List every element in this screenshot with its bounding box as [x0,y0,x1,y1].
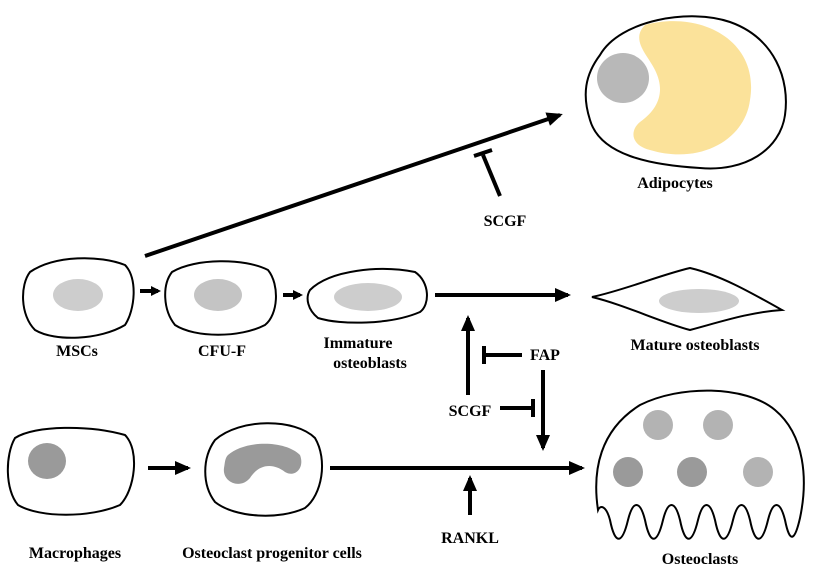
label-scgf-mid: SCGF [449,403,492,420]
msc-cell [22,257,135,339]
inhibition-fap [482,346,522,364]
label-cfuf: CFU-F [198,343,246,360]
arrow-msc-to-adipocyte [144,112,563,258]
adipocyte-nucleus [597,53,649,103]
adipocyte-cell [584,15,787,170]
osteoclast-nucleus [677,457,707,487]
cfuf-cell [164,260,277,336]
label-mature-osteoblasts: Mature osteoblasts [630,337,759,354]
fat-droplet [633,21,752,155]
mature-osteoblast-cell [591,266,786,332]
macrophage-cell [6,426,136,516]
osteoclast-nucleus [613,457,643,487]
label-macrophages: Macrophages [29,545,121,562]
osteoclast-progenitor-cell [204,422,323,517]
label-immature-line2: osteoblasts [333,355,407,372]
immature-osteoblast-cell [306,268,428,324]
inhibition-scgf-adipocyte [473,148,502,197]
label-osteoclast-progenitor: Osteoclast progenitor cells [182,545,362,562]
label-osteoclasts: Osteoclasts [662,551,738,568]
label-fap: FAP [530,347,560,364]
osteoclast-nucleus [743,457,773,487]
osteoclast-nucleus [703,410,733,440]
osteoclast-nucleus [643,410,673,440]
label-immature-line1: Immature [323,335,392,352]
label-adipocytes: Adipocytes [637,175,713,192]
label-rankl: RANKL [441,530,499,547]
osteoclast-cell [595,389,805,540]
inhibition-scgf-right [500,399,535,417]
label-scgf-top: SCGF [484,213,527,230]
label-mscs: MSCs [56,343,98,360]
